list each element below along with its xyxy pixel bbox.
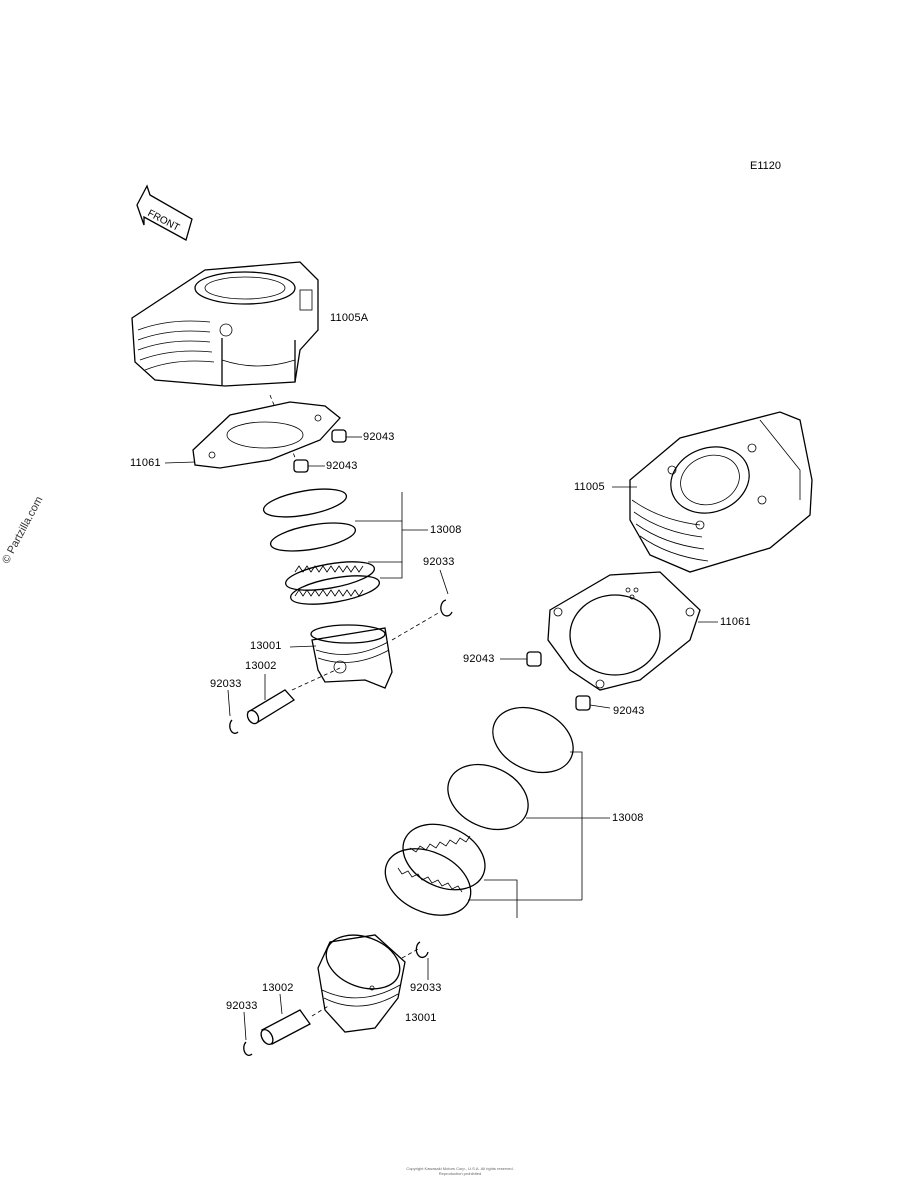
label-cylinder-front: 11005 <box>574 481 605 493</box>
piston-upper-drawing <box>310 624 393 689</box>
label-circlip-a: 92033 <box>423 556 455 568</box>
label-rings-upper: 13008 <box>430 524 462 536</box>
label-gasket-front: 11061 <box>720 616 751 628</box>
diagram-code: E1120 <box>750 160 781 172</box>
gasket-rear-drawing <box>192 401 341 469</box>
label-circlip-b: 92033 <box>210 678 242 690</box>
label-dowel-a: 92043 <box>363 431 395 443</box>
cylinder-front-drawing <box>629 411 813 573</box>
circlip-lower-left <box>243 1041 253 1056</box>
rings-upper-drawing <box>262 488 381 605</box>
circlip-upper-right <box>440 599 453 617</box>
label-pin-lower: 13002 <box>262 982 294 994</box>
front-arrow-icon: FRONT <box>136 184 193 241</box>
circlip-lower-right <box>415 941 429 958</box>
pin-lower-drawing <box>260 1009 311 1046</box>
piston-lower-drawing <box>317 934 406 1033</box>
dowel-rear-1 <box>331 429 362 443</box>
gasket-front-drawing <box>547 571 701 691</box>
rings-lower-drawing <box>384 706 574 916</box>
label-pin-upper: 13002 <box>245 660 277 672</box>
dowel-rear-2 <box>293 459 325 473</box>
dowel-front-1 <box>500 651 542 667</box>
footer-line-1: Copyright Kawasaki Motors Corp., U.S.A. … <box>406 1166 514 1171</box>
label-gasket-rear: 11061 <box>130 457 161 469</box>
label-piston-upper: 13001 <box>250 640 282 652</box>
label-dowel-c: 92043 <box>463 653 495 665</box>
dowel-front-2 <box>575 695 611 711</box>
label-circlip-d: 92033 <box>226 1000 258 1012</box>
footer-line-2: Reproduction prohibited <box>438 1171 482 1176</box>
label-cylinder-rear: 11005A <box>330 312 369 324</box>
label-dowel-b: 92043 <box>326 460 358 472</box>
footer-copyright: Copyright Kawasaki Motors Corp., U.S.A. … <box>300 1166 620 1176</box>
cylinder-rear-drawing <box>131 261 319 387</box>
label-rings-lower: 13008 <box>612 812 644 824</box>
pin-upper-drawing <box>246 689 296 725</box>
label-circlip-c: 92033 <box>410 982 442 994</box>
circlip-upper-left <box>229 719 239 734</box>
label-piston-lower: 13001 <box>405 1012 437 1024</box>
label-dowel-d: 92043 <box>613 705 645 717</box>
